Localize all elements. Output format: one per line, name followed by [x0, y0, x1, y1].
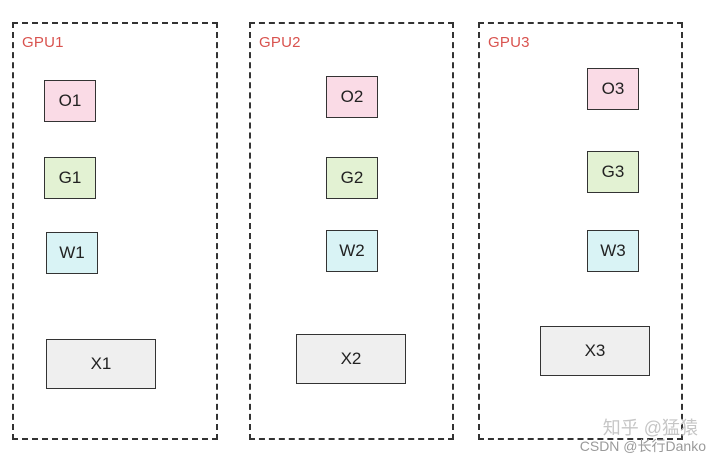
gpu3-o-block: O3	[587, 68, 639, 110]
gpu3-label: GPU3	[488, 34, 530, 51]
gpu1-label: GPU1	[22, 34, 64, 51]
gpu2-container: GPU2 O2 G2 W2 X2	[249, 22, 454, 440]
gpu2-x-block: X2	[296, 334, 406, 384]
gpu3-x-block: X3	[540, 326, 650, 376]
gpu1-g-block: G1	[44, 157, 96, 199]
gpu2-o-block: O2	[326, 76, 378, 118]
watermark-csdn: CSDN @长行Danko	[579, 438, 706, 454]
gpu1-w-block: W1	[46, 232, 98, 274]
gpu2-g-block: G2	[326, 157, 378, 199]
watermark-zhihu: 知乎 @猛猿	[602, 418, 698, 438]
gpu3-w-block: W3	[587, 230, 639, 272]
gpu2-label: GPU2	[259, 34, 301, 51]
gpu2-w-block: W2	[326, 230, 378, 272]
gpu1-o-block: O1	[44, 80, 96, 122]
gpu1-x-block: X1	[46, 339, 156, 389]
gpu3-container: GPU3 O3 G3 W3 X3	[478, 22, 683, 440]
gpu1-container: GPU1 O1 G1 W1 X1	[12, 22, 218, 440]
gpu3-g-block: G3	[587, 151, 639, 193]
